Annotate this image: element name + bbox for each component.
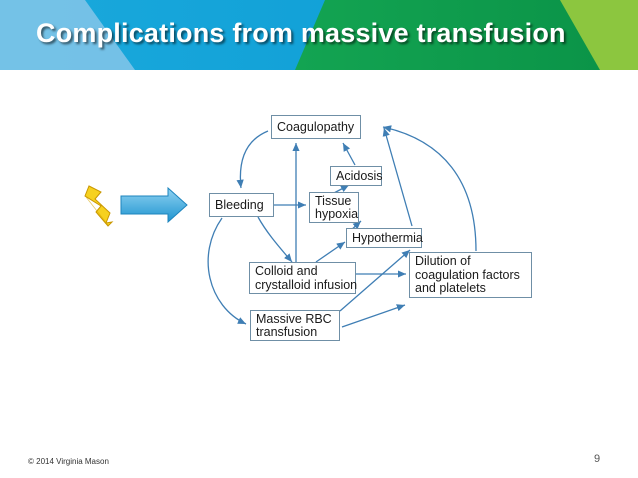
arrow-bleeding-to-massive-rbc [207,217,247,325]
node-massive-rbc: Massive RBC transfusion [250,310,340,341]
banner-lime-band [560,0,638,70]
slide-title: Complications from massive transfusion [36,18,566,48]
node-tissue-hypoxia-line-1: Tissue [315,194,352,208]
lightning-bolt-icon [84,185,114,227]
node-hypothermia: Hypothermia [346,228,423,248]
right-arrow-icon [120,186,188,224]
arrow-massive-rbc-to-dilution [341,304,406,328]
node-colloid-line-2: crystalloid infusion [255,277,358,292]
node-acidosis: Acidosis [330,166,383,186]
arrow-acidosis-to-coagulopathy [342,142,356,166]
arrow-colloid-to-hypothermia [315,241,346,263]
node-bleeding: Bleeding [209,193,274,217]
node-dilution-line-3: and platelets [415,281,486,295]
title-banner: Complications from massive transfusion [0,0,638,70]
arrow-tissue-hypoxia-to-acidosis [333,184,350,194]
banner-light-blue-band [0,0,135,70]
node-coagulopathy: Coagulopathy [271,115,361,139]
node-dilution-line-1: Dilution of [415,254,471,268]
node-dilution: Dilution of coagulation factors and plat… [409,252,532,298]
node-dilution-line-2: coagulation factors [415,267,520,282]
node-tissue-hypoxia-line-2: hypoxia [315,207,359,221]
banner-green-band [295,0,600,70]
arrow-bleeding-to-colloid [257,216,293,263]
node-massive-rbc-line-1: Massive RBC [256,312,332,326]
arrow-hypothermia-to-coagulopathy [382,127,413,227]
node-colloid-line-1: Colloid and [255,264,318,278]
page-number: 9 [594,453,601,465]
arrow-dilution-to-coagulopathy [382,125,477,252]
banner-background [0,0,638,70]
copyright-notice: © 2014 Virginia Mason [28,457,109,466]
arrow-massive-rbc-to-hypothermia [339,249,411,312]
node-colloid-crystalloid: Colloid and crystalloid infusion [249,262,358,294]
node-tissue-hypoxia: Tissue hypoxia [309,192,359,223]
node-massive-rbc-line-2: transfusion [256,325,318,339]
arrow-coagulopathy-to-bleeding [236,130,269,189]
